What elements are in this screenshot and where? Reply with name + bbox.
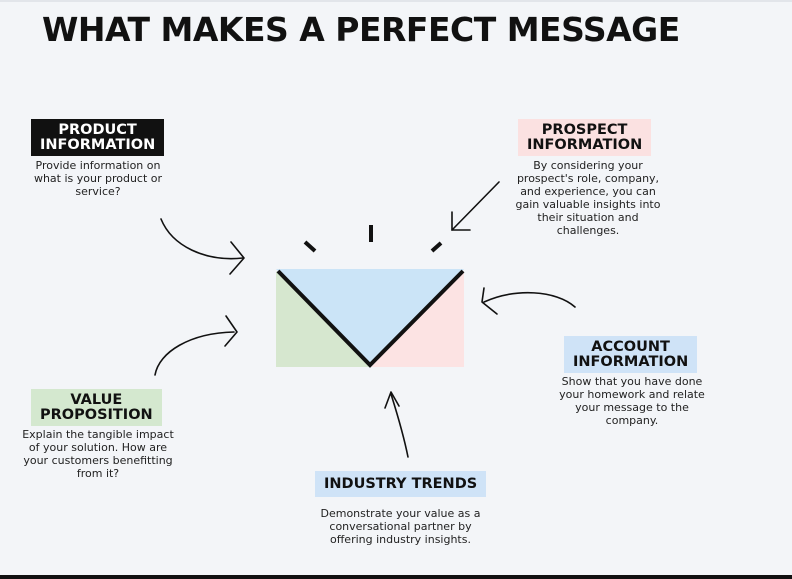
account-information-label: ACCOUNT INFORMATION bbox=[564, 336, 698, 373]
page-title: WHAT MAKES A PERFECT MESSAGE bbox=[42, 10, 680, 49]
product-information-label: PRODUCT INFORMATION bbox=[31, 119, 165, 156]
top-border bbox=[0, 0, 792, 2]
envelope-blue-flap bbox=[276, 269, 464, 367]
value-proposition-description: Explain the tangible impact of your solu… bbox=[22, 428, 174, 480]
bottom-border bbox=[0, 575, 792, 579]
prospect-information-description: By considering your prospect's role, com… bbox=[515, 159, 661, 237]
account-information-description: Show that you have done your homework an… bbox=[559, 375, 705, 427]
prospect-information-label: PROSPECT INFORMATION bbox=[518, 119, 652, 156]
envelope-icon bbox=[276, 269, 465, 368]
arrow-from-prospect bbox=[451, 181, 500, 231]
value-proposition-label: VALUE PROPOSITION bbox=[31, 389, 162, 426]
product-information-description: Provide information on what is your prod… bbox=[33, 159, 163, 198]
envelope-v-line bbox=[276, 269, 465, 368]
arrow-from-product bbox=[160, 218, 245, 275]
sparkle-marks bbox=[303, 225, 443, 253]
arrow-from-industry bbox=[384, 391, 409, 458]
industry-trends-description: Demonstrate your value as a conversation… bbox=[320, 507, 481, 546]
arrow-from-account bbox=[481, 287, 576, 315]
arrow-from-value bbox=[154, 315, 238, 376]
industry-trends-label: INDUSTRY TRENDS bbox=[315, 471, 487, 497]
